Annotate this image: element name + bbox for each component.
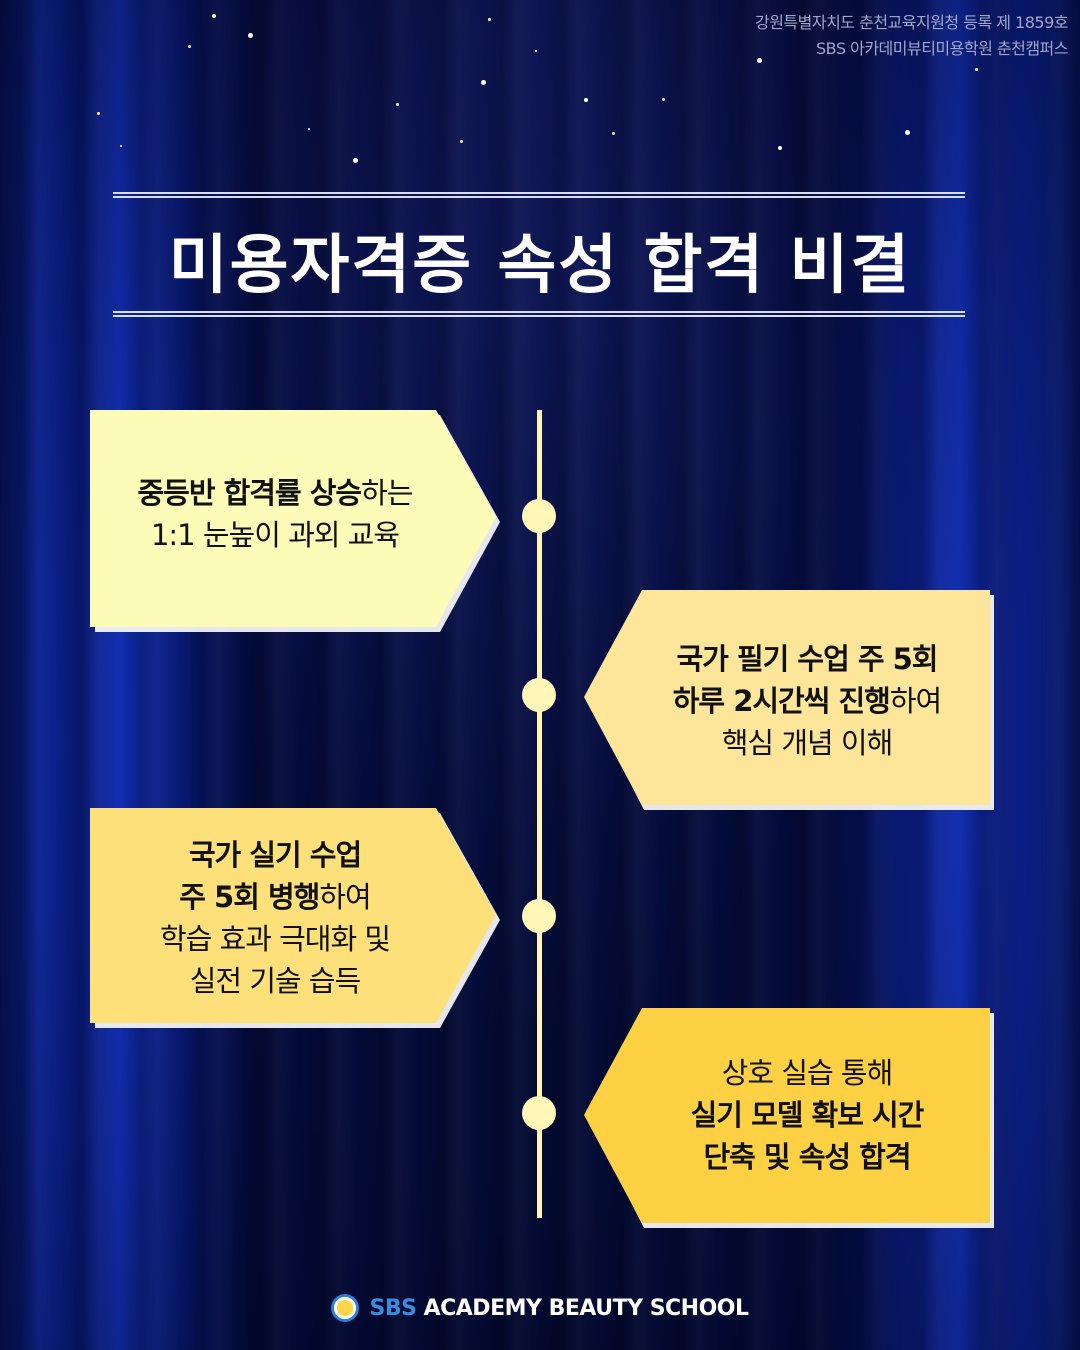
timeline-dot — [522, 499, 556, 533]
step-card-4-line-2: 실기 모델 확보 시간 — [624, 1094, 990, 1136]
step-card-4-line-1: 상호 실습 통해 — [721, 1056, 894, 1090]
step-card-2-bold-1: 국가 필기 수업 주 5회 — [676, 642, 938, 676]
step-card-1-line-2: 1:1 눈높이 과외 교육 — [150, 518, 400, 552]
step-card-3-rest: 하여 — [319, 880, 371, 914]
step-card-4: 상호 실습 통해 실기 모델 확보 시간 단축 및 속성 합격 — [584, 1008, 994, 1228]
sbs-logo-icon — [331, 1294, 360, 1322]
step-card-1-line-1: 중등반 합격률 상승하는 — [90, 472, 460, 514]
timeline-dot — [522, 1096, 556, 1130]
step-card-4-bold-1: 실기 모델 확보 시간 — [690, 1098, 925, 1132]
star — [488, 18, 491, 21]
step-card-4-shape — [584, 1008, 994, 1228]
brand-sbs: SBS — [369, 1295, 417, 1321]
registration-info: 강원특별자치도 춘천교육지원청 등록 제 1859호 SBS 아카데미뷰티미용학… — [754, 10, 1069, 62]
step-card-3-bold-2: 주 5회 병행 — [179, 880, 320, 914]
star — [120, 145, 122, 147]
star — [584, 98, 588, 102]
step-card-3-line-3: 학습 효과 극대화 및 — [159, 922, 391, 956]
step-card-2-line-3: 핵심 개념 이해 — [721, 726, 894, 760]
page-title: 미용자격증 속성 합격 비결 — [168, 229, 912, 303]
timeline-dot — [522, 678, 556, 712]
registration-line-1: 강원특별자치도 춘천교육지원청 등록 제 1859호 — [754, 13, 1069, 32]
timeline-dot — [522, 899, 556, 933]
star — [188, 45, 191, 48]
step-card-1-bold: 중등반 합격률 상승 — [137, 476, 362, 510]
step-card-2-line-2: 하루 2시간씩 진행하여 — [624, 680, 990, 722]
step-card-2: 국가 필기 수업 주 5회 하루 2시간씩 진행하여 핵심 개념 이해 — [584, 590, 994, 810]
star — [353, 158, 358, 163]
step-card-1-shape — [90, 410, 500, 632]
brand-rest: ACADEMY BEAUTY SCHOOL — [416, 1295, 749, 1321]
star — [905, 130, 910, 135]
step-card-3-text: 국가 실기 수업 주 5회 병행하여 학습 효과 극대화 및 실전 기술 습득 — [90, 834, 460, 1002]
star — [612, 132, 615, 135]
star — [757, 58, 762, 63]
title-bottom-rule — [113, 311, 965, 317]
step-card-4-text: 상호 실습 통해 실기 모델 확보 시간 단축 및 속성 합격 — [624, 1052, 990, 1178]
timeline-line — [537, 410, 542, 1218]
star — [975, 68, 978, 71]
step-card-2-shape — [584, 590, 994, 810]
brand-name: SBS ACADEMY BEAUTY SCHOOL — [369, 1295, 749, 1321]
star — [535, 50, 537, 52]
footer-brand: SBS ACADEMY BEAUTY SCHOOL — [0, 1290, 1080, 1326]
star — [460, 140, 463, 143]
step-card-4-bold-2: 단축 및 속성 합격 — [703, 1140, 911, 1174]
star — [248, 33, 253, 38]
step-card-2-line-1: 국가 필기 수업 주 5회 — [624, 638, 990, 680]
step-card-3-line-4: 실전 기술 습득 — [189, 964, 362, 998]
step-card-1-rest: 하는 — [361, 476, 413, 510]
star — [662, 98, 665, 101]
star — [308, 128, 310, 130]
step-card-1-text: 중등반 합격률 상승하는 1:1 눈높이 과외 교육 — [90, 472, 460, 556]
step-card-2-rest: 하여 — [889, 684, 942, 718]
title-top-rule — [113, 192, 965, 198]
step-card-4-line-3: 단축 및 속성 합격 — [624, 1136, 990, 1178]
step-card-3-shape — [90, 808, 500, 1028]
step-card-2-text: 국가 필기 수업 주 5회 하루 2시간씩 진행하여 핵심 개념 이해 — [624, 638, 990, 764]
star — [97, 112, 100, 115]
step-card-3: 국가 실기 수업 주 5회 병행하여 학습 효과 극대화 및 실전 기술 습득 — [90, 808, 502, 1028]
step-card-3-line-1: 국가 실기 수업 — [90, 834, 460, 876]
step-card-3-line-2: 주 5회 병행하여 — [90, 876, 460, 918]
step-card-1: 중등반 합격률 상승하는 1:1 눈높이 과외 교육 — [90, 410, 502, 632]
step-card-3-bold-1: 국가 실기 수업 — [188, 838, 362, 872]
star — [212, 14, 216, 18]
star — [396, 103, 399, 106]
step-card-2-bold-2: 하루 2시간씩 진행 — [672, 684, 891, 718]
star — [481, 80, 486, 85]
registration-line-2: SBS 아카데미뷰티미용학원 춘천캠퍼스 — [816, 39, 1068, 58]
star — [778, 146, 782, 150]
